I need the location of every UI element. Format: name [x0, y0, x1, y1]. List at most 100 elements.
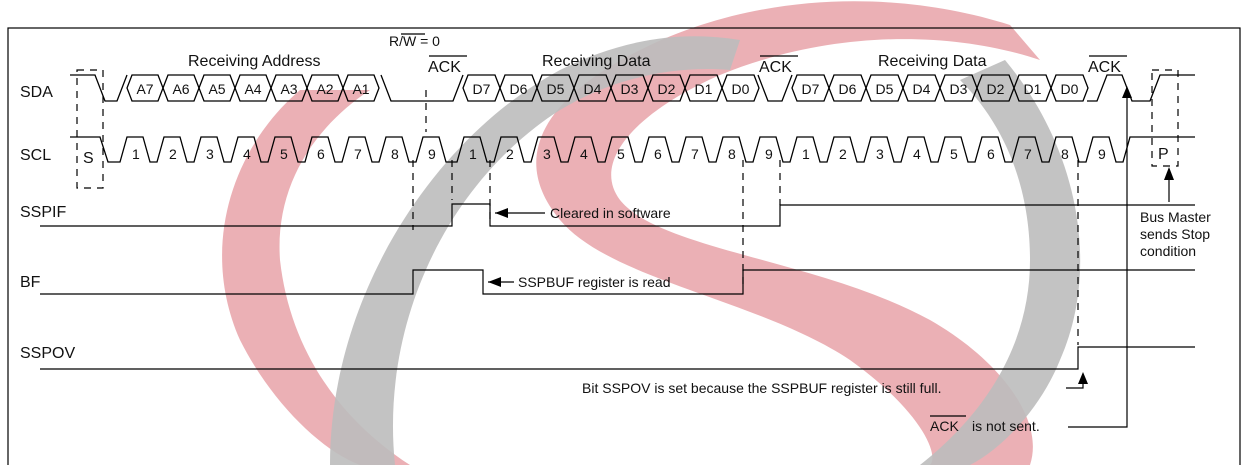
bus-master-line-3: condition [1140, 243, 1196, 259]
sda-bit-label: D1 [1024, 81, 1042, 97]
receiving-address-header: Receiving Address [188, 53, 321, 70]
bus-master-line-1: Bus Master [1140, 209, 1211, 225]
scl-clock-number: 3 [543, 146, 551, 162]
sda-bit-label: D7 [473, 81, 491, 97]
sspbuf-read-text: SSPBUF register is read [518, 274, 671, 290]
start-condition-label: S [83, 150, 94, 167]
ack-not-text: ACK [930, 418, 959, 434]
sda-bit-label: D4 [584, 81, 602, 97]
sda-address-cells: A7 A6 A5 A4 A3 A2 A1 [126, 74, 380, 102]
sda-bit-label: D4 [913, 81, 931, 97]
sspov-label: SSPOV [20, 345, 75, 362]
sda-bit-label: D0 [1061, 81, 1079, 97]
sda-ack-high-3 [1087, 74, 1195, 102]
stop-condition-box [1151, 69, 1179, 167]
sda-bit-label: D6 [510, 81, 528, 97]
scl-clock-number: 3 [206, 146, 214, 162]
scl-clock-number: 7 [1024, 146, 1032, 162]
sda-data-cells-1: D7 D6 D5 D4 D3 D2 D1 D0 [462, 74, 760, 102]
sspif-signal [40, 203, 1195, 227]
watermark-gray-right-arm [920, 60, 1081, 465]
scl-clock-number: 5 [280, 146, 288, 162]
scl-line [70, 136, 1195, 163]
sspov-set-text: Bit SSPOV is set because the SSPBUF regi… [582, 380, 941, 396]
sda-bit-label: A4 [244, 81, 261, 97]
scl-clock-number: 7 [354, 146, 362, 162]
sda-bit-label: D3 [950, 81, 968, 97]
bf-signal [40, 269, 1195, 295]
scl-clock-number: 1 [132, 146, 140, 162]
diagram-frame [7, 27, 1241, 465]
ack-not-arrowhead [1122, 86, 1132, 98]
scl-clock-number: 4 [243, 146, 251, 162]
sda-bit-label: D5 [547, 81, 565, 97]
sda-bit-label: A3 [280, 81, 297, 97]
sda-bit-label: D7 [802, 81, 820, 97]
scl-clock-number: 1 [469, 146, 477, 162]
watermark-logo [222, 1, 1081, 465]
ack-not-suffix-text: is not sent. [972, 418, 1040, 434]
sda-bit-label: A2 [316, 81, 333, 97]
stop-arrowhead [1164, 167, 1174, 180]
scl-clock-number: 8 [728, 146, 736, 162]
sda-bit-label: D6 [839, 81, 857, 97]
bf-label: BF [20, 274, 41, 291]
sda-bit-label: D2 [658, 81, 676, 97]
scl-clock-number: 1 [802, 146, 810, 162]
scl-clock-number: 2 [839, 146, 847, 162]
ack-header-1: ACK [428, 59, 461, 76]
sspov-signal [40, 346, 1195, 370]
sda-bit-label: D1 [695, 81, 713, 97]
scl-clock-number: 8 [1061, 146, 1069, 162]
sspif-label: SSPIF [20, 204, 66, 221]
cleared-in-software-text: Cleared in software [550, 205, 671, 221]
sda-label: SDA [20, 84, 53, 101]
sda-bit-cell [1050, 74, 1089, 102]
scl-clock-number: 9 [428, 146, 436, 162]
sda-bit-label: A5 [208, 81, 225, 97]
receiving-data-header-1: Receiving Data [542, 53, 651, 70]
scl-clock-number: 5 [950, 146, 958, 162]
scl-clock-number: 3 [876, 146, 884, 162]
scl-clock-number: 4 [580, 146, 588, 162]
scl-clock-number: 9 [1098, 146, 1106, 162]
sda-bit-cell [342, 74, 380, 102]
sspbuf-arrowhead [488, 277, 501, 287]
start-condition-box [76, 69, 104, 189]
sda-waveform: A7 A6 A5 A4 A3 A2 A1 D7 D6 D5 D4 D3 D2 D1 D0 D7 D6 D5 D4… [70, 74, 1195, 102]
ack-not-arrow-line [1068, 92, 1128, 428]
sda-bit-label: D3 [621, 81, 639, 97]
scl-clock-number: 9 [765, 146, 773, 162]
receiving-data-header-2: Receiving Data [878, 53, 987, 70]
sda-bit-label: D2 [987, 81, 1005, 97]
ack-header-2: ACK [759, 59, 792, 76]
ack-header-3: ACK [1088, 59, 1121, 76]
watermark-red-swoosh [536, 1, 1040, 465]
cleared-arrowhead [495, 208, 508, 218]
scl-clock-number: 6 [654, 146, 662, 162]
scl-clock-number: 6 [317, 146, 325, 162]
scl-clock-number: 2 [506, 146, 514, 162]
sspov-arrowhead [1078, 372, 1088, 384]
scl-label: SCL [20, 147, 51, 164]
stop-condition-label: P [1158, 146, 1169, 163]
sda-bit-label: A1 [352, 81, 369, 97]
scl-clock-number: 7 [691, 146, 699, 162]
sda-data-cells-2: D7 D6 D5 D4 D3 D2 D1 D0 [791, 74, 1089, 102]
watermark-red-left-arm [222, 90, 410, 465]
sda-bit-cell [721, 74, 760, 102]
scl-clock-number: 8 [391, 146, 399, 162]
sda-bit-label: D0 [732, 81, 750, 97]
sda-bit-label: A7 [136, 81, 153, 97]
rw-zero-header: R/W = 0 [389, 33, 440, 49]
bus-master-line-2: sends Stop [1140, 226, 1210, 242]
sda-bit-label: D5 [876, 81, 894, 97]
sda-bit-label: A6 [172, 81, 189, 97]
scl-clock-number: 4 [913, 146, 921, 162]
watermark-gray-arc [330, 36, 740, 465]
scl-clock-number: 6 [987, 146, 995, 162]
